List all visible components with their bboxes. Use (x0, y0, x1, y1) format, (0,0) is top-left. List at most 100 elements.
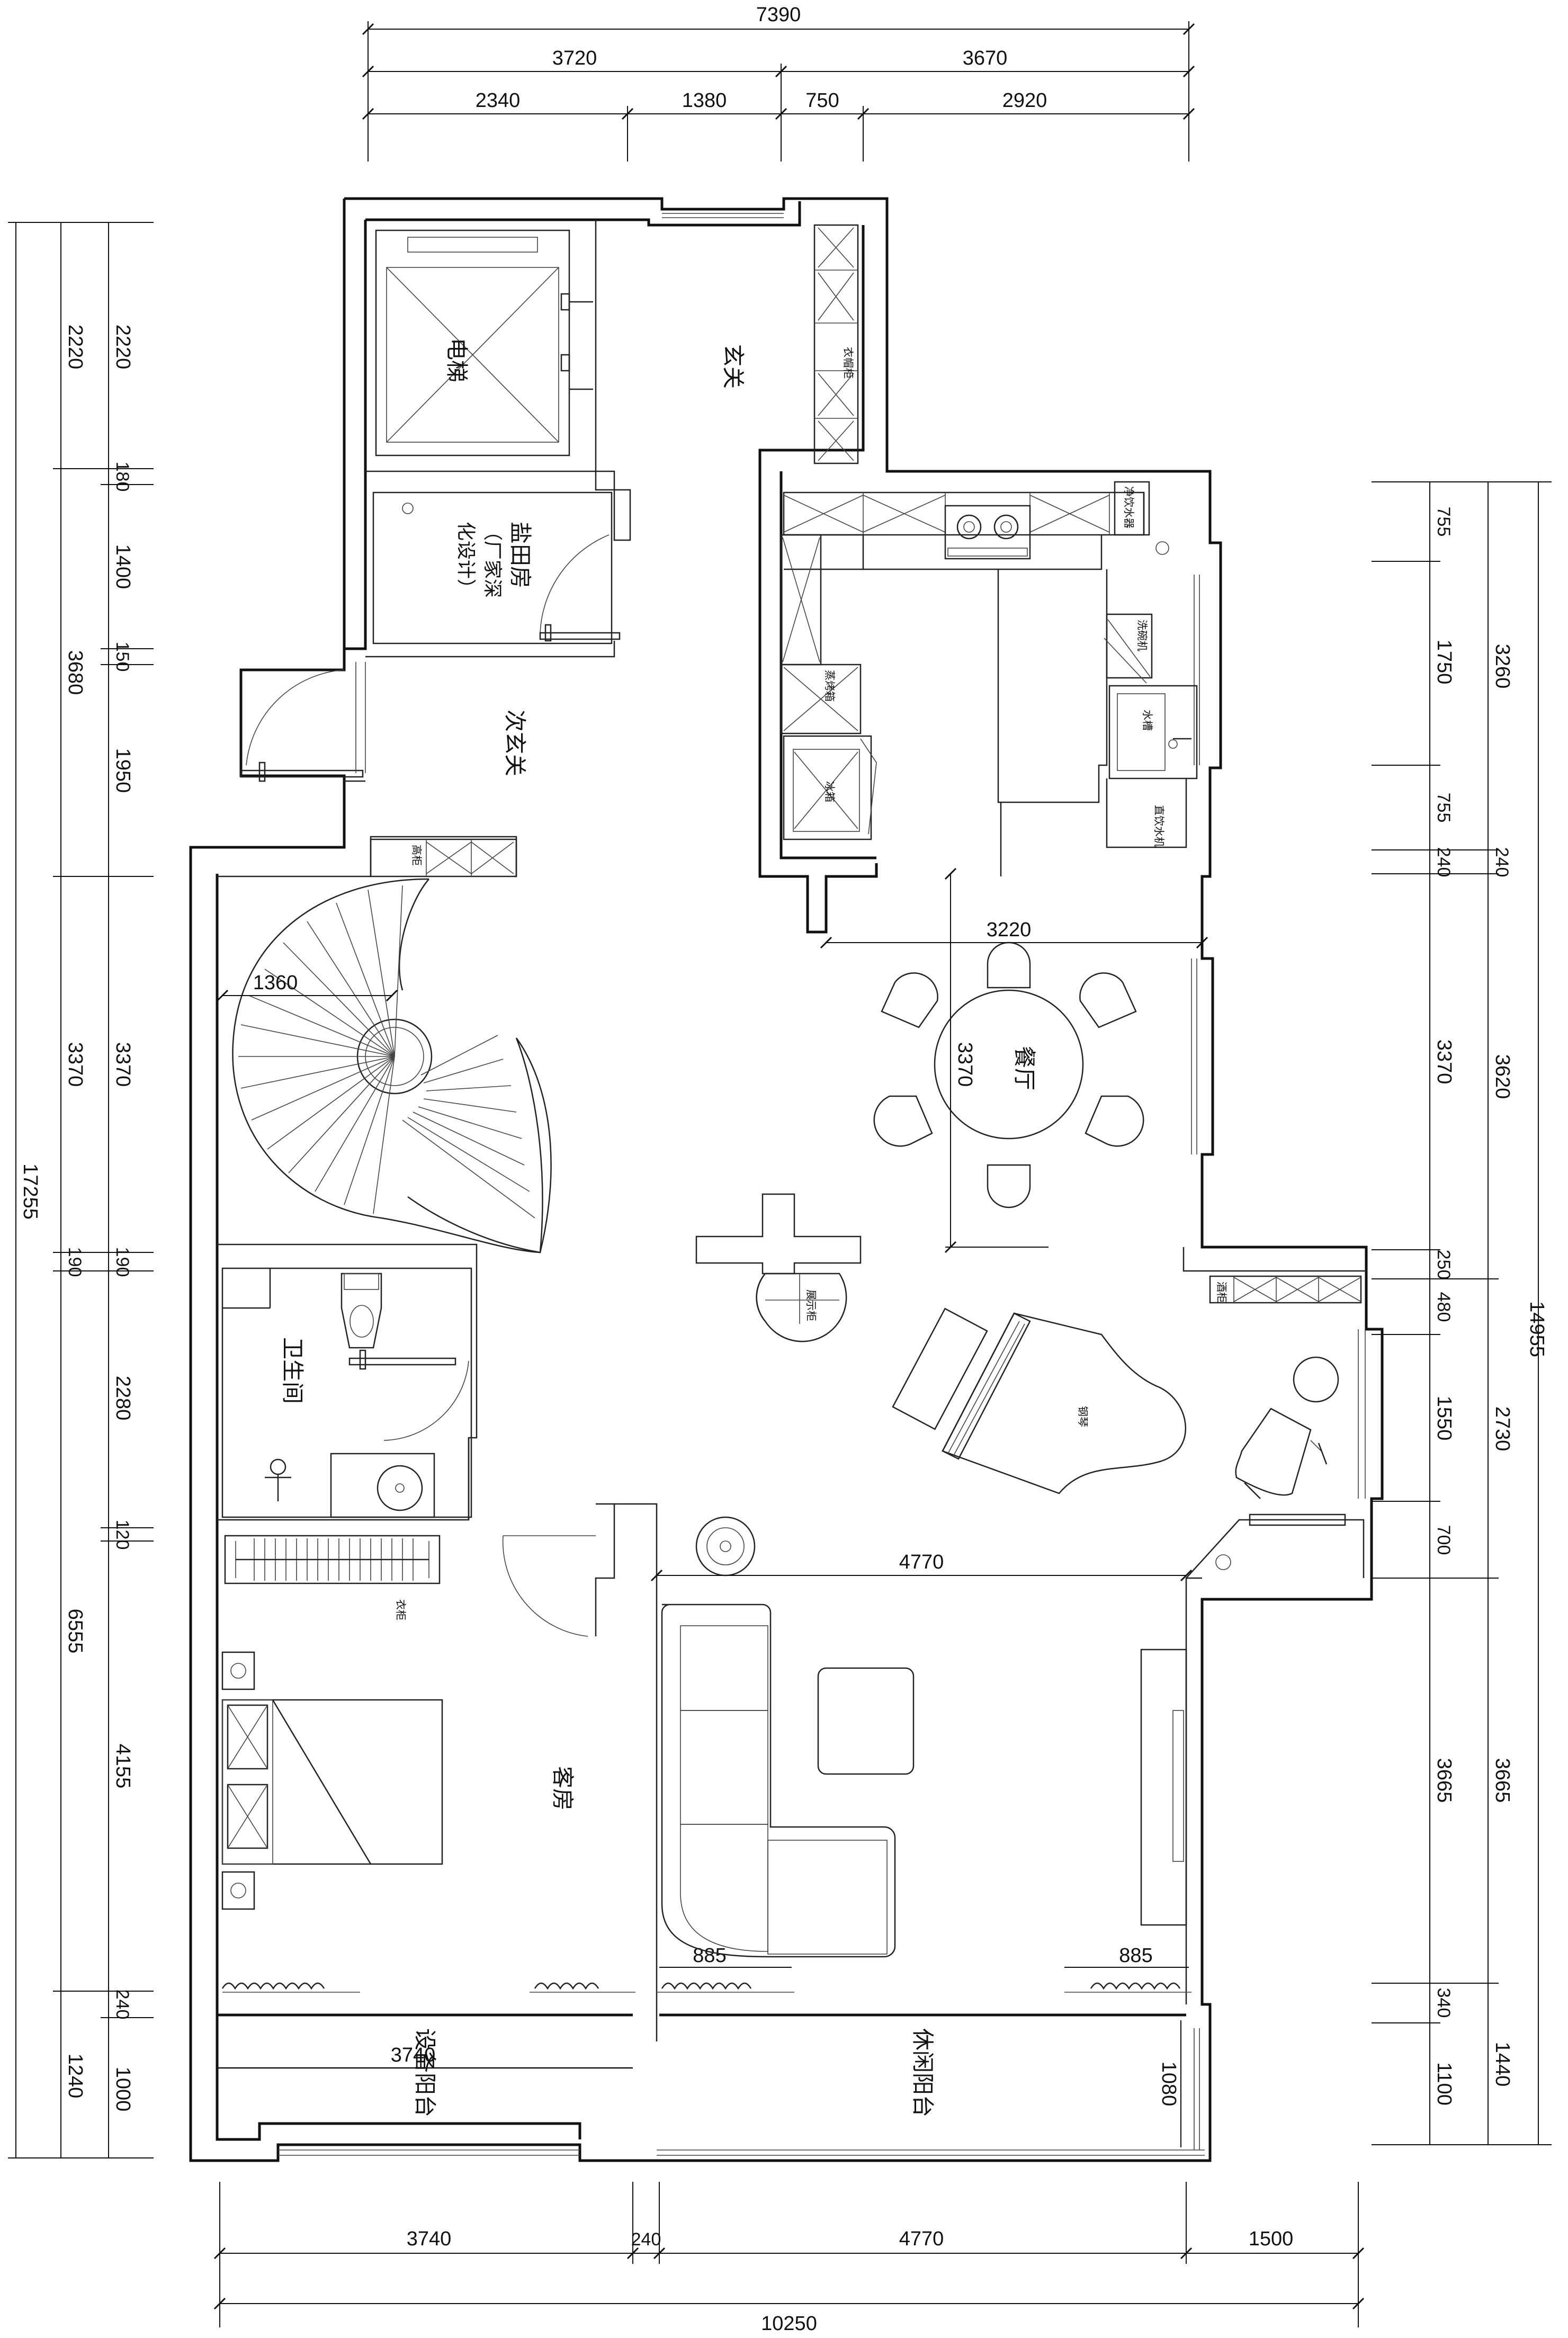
dim-left-l1-5: 1240 (64, 2054, 86, 2099)
dim-right-r2-3: 2730 (1491, 1407, 1513, 1452)
dim-right-r2-4: 3665 (1491, 1758, 1513, 1803)
room-bathroom: 卫生间 (280, 1337, 306, 1404)
balconies: 3740 1080 (217, 2020, 1181, 2147)
dim-top-a: 3720 (552, 47, 597, 69)
dim-top-total: 7390 (756, 4, 801, 26)
dim-left-l2-6: 190 (112, 1247, 132, 1277)
display-cabinet: 展示柜 (695, 1193, 862, 1342)
bathroom (221, 1267, 472, 1520)
dim-left-l2-10: 240 (112, 1990, 132, 2020)
dim-right-total: 14955 (1526, 1301, 1548, 1357)
secondary-entry-door (240, 662, 366, 782)
dim-bottom-0: 3740 (407, 2228, 452, 2250)
exterior-walls (189, 197, 1384, 2162)
dim-left-l1-0: 2220 (64, 325, 86, 370)
dim-left-l2-11: 1000 (112, 2067, 134, 2112)
dimensions-left: 17255 2220 3680 3370 190 6555 1240 2220 … (8, 222, 154, 2158)
wine-cabinet: 酒柜 (1209, 1275, 1362, 1304)
dimensions-right: 14955 755 1750 755 240 3370 250 480 1550… (1372, 481, 1552, 2145)
dim-right-r2-5: 1440 (1491, 2042, 1513, 2087)
label-sink: 水槽 (1141, 710, 1154, 731)
dim-top-b1: 750 (805, 89, 839, 112)
label-dishwasher: 洗碗机 (1136, 620, 1149, 651)
dim-left-l2-4: 1950 (112, 748, 134, 793)
dim-left-l2-5: 3370 (112, 1042, 134, 1087)
room-dining: 餐厅 (1011, 1046, 1037, 1090)
dim-left-l2-8: 120 (112, 1520, 132, 1550)
dim-left-l2-1: 180 (112, 462, 132, 492)
guest-door (502, 1535, 596, 1637)
dim-top-a2: 1380 (682, 89, 727, 112)
dim-dining-width: 3220 (987, 919, 1032, 941)
elevator (375, 229, 593, 456)
dim-left-l1-2: 3370 (64, 1042, 86, 1087)
room-secondary-entry: 次玄关 (502, 710, 528, 776)
dim-right-r1-7: 1550 (1433, 1396, 1455, 1441)
dining-area: 3220 3370 (820, 867, 1208, 1253)
dim-left-total: 17255 (19, 1163, 41, 1220)
label-piano: 钢琴 (1077, 1406, 1089, 1427)
guest-wardrobe: 衣柜 (224, 1535, 441, 1620)
dim-curtain-b: 885 (1119, 1945, 1152, 1967)
dim-left-l1-1: 3680 (64, 650, 86, 695)
dim-right-r1-11: 1100 (1433, 2062, 1455, 2106)
dim-right-r2-1: 240 (1492, 847, 1512, 877)
label-wine-cabinet: 酒柜 (1215, 1282, 1228, 1303)
grand-piano: 钢琴 (892, 1307, 1186, 1494)
dim-living: 4770 (899, 1551, 944, 1573)
dim-right-r2-0: 3260 (1491, 644, 1513, 689)
curtains: 885 885 (221, 1945, 1191, 1993)
label-fridge: 冰箱 (823, 781, 836, 802)
dim-right-r1-1: 1750 (1433, 640, 1455, 685)
label-display-cabinet: 展示柜 (805, 1289, 818, 1321)
dim-left-l1-4: 6555 (64, 1609, 86, 1654)
room-leisure-balcony: 休闲阳台 (910, 2028, 936, 2117)
dimensions-bottom: 3740 240 4770 1500 10250 (213, 2182, 1365, 2335)
dim-right-r1-3: 240 (1433, 847, 1454, 877)
dim-dining-height: 3370 (954, 1042, 976, 1087)
dim-right-r1-0: 755 (1433, 507, 1454, 537)
room-elevator: 电梯 (444, 338, 470, 382)
room-entry: 玄关 (720, 344, 746, 389)
dim-curtain-a: 885 (693, 1945, 726, 1967)
guest-bed (221, 1651, 443, 1910)
dim-bottom-2: 4770 (899, 2228, 944, 2250)
dim-left-l2-3: 150 (112, 642, 132, 672)
meter-room (372, 491, 621, 644)
dim-top-a1: 2340 (476, 89, 521, 112)
stair-tall-cabinet (370, 838, 517, 877)
dim-right-r1-10: 340 (1433, 1988, 1454, 2018)
kitchen: 净饮水器 蒸烤箱 冰箱 洗碗机 水槽 直饮水机 (780, 481, 1198, 876)
dim-top-b2: 2920 (1002, 89, 1047, 112)
dim-bottom-3: 1500 (1249, 2228, 1294, 2250)
dim-left-l2-7: 2280 (112, 1376, 134, 1421)
room-equipment-balcony: 设备阳台 (412, 2028, 438, 2117)
dim-balcony-width: 3740 (391, 2044, 436, 2066)
label-wardrobe-entry: 衣帽柜 (842, 347, 855, 379)
dim-bottom-1: 240 (631, 2229, 661, 2250)
dim-right-r1-2: 755 (1433, 793, 1454, 823)
dim-right-r1-4: 3370 (1433, 1040, 1455, 1085)
dim-balcony-height: 1080 (1158, 2062, 1180, 2107)
dim-right-r2-2: 3620 (1491, 1054, 1513, 1099)
dim-right-r1-8: 700 (1433, 1525, 1454, 1555)
living-area: 4770 (650, 1513, 1365, 1958)
dim-left-l1-3: 190 (65, 1247, 85, 1277)
room-meter-note2: 化设计） (455, 522, 477, 598)
entry-wardrobe (813, 224, 859, 464)
dim-right-r1-5: 250 (1433, 1250, 1454, 1280)
room-guest: 客房 (550, 1766, 576, 1811)
dim-bottom-total: 10250 (761, 2313, 817, 2335)
dimensions-top: 7390 3720 3670 2340 1380 750 2920 (362, 4, 1195, 162)
dim-left-l2-2: 1400 (112, 544, 134, 589)
dim-right-r1-6: 480 (1433, 1292, 1454, 1322)
label-tall-cabinet: 高柜 (410, 845, 423, 866)
label-wardrobe-guest: 衣柜 (395, 1599, 407, 1620)
dim-left-l2-0: 2220 (112, 325, 134, 370)
dim-left-l2-9: 4155 (112, 1744, 134, 1789)
dim-right-r1-9: 3665 (1433, 1758, 1455, 1803)
spiral-staircase: 1360 (216, 878, 552, 1253)
room-meter-note1: （厂家深 (481, 522, 503, 598)
label-water-dispenser: 直饮水机 (1153, 805, 1166, 847)
